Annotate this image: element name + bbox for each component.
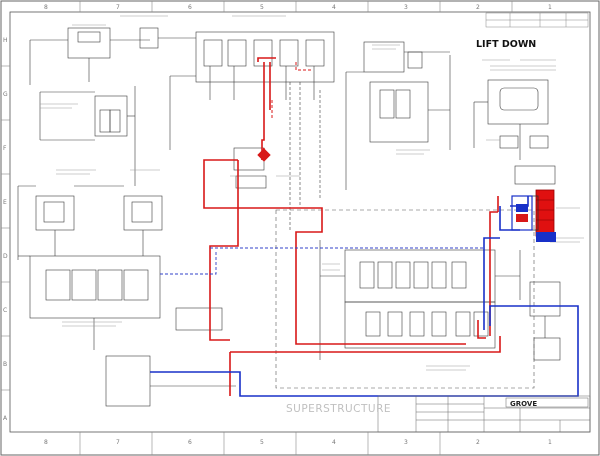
border-column-label: 7 bbox=[116, 4, 120, 11]
border-column-label: 1 bbox=[548, 4, 552, 11]
border-column-labels: 8 8 7 7 6 6 5 5 4 4 3 3 2 2 1 1 bbox=[44, 4, 552, 446]
border-column-label: 4 bbox=[332, 4, 336, 11]
company-logo-text: GROVE bbox=[510, 400, 537, 408]
main-directional-valve-bank bbox=[29, 255, 161, 319]
border-column-label: 1 bbox=[548, 439, 552, 446]
border-column-label: 5 bbox=[260, 4, 264, 11]
lift-cylinder bbox=[511, 189, 556, 242]
border-row-label: F bbox=[3, 145, 7, 152]
superstructure-watermark: SUPERSTRUCTURE bbox=[286, 403, 391, 415]
return-flow-lines bbox=[150, 196, 579, 397]
border-column-label: 6 bbox=[188, 439, 192, 446]
border-column-label: 7 bbox=[116, 439, 120, 446]
border-column-label: 2 bbox=[476, 439, 480, 446]
border-ticks bbox=[1, 1, 513, 455]
border-row-label: E bbox=[3, 199, 7, 206]
border-row-label: B bbox=[3, 361, 7, 368]
control-box bbox=[105, 355, 151, 407]
diagram-heading: LIFT DOWN bbox=[476, 39, 536, 50]
lower-valve-bank bbox=[344, 301, 496, 349]
title-block bbox=[377, 395, 591, 433]
swing-motor-box bbox=[67, 27, 111, 59]
pilot-valve-box bbox=[369, 81, 429, 143]
border-row-label: D bbox=[3, 253, 8, 260]
border-row-label: A bbox=[3, 415, 8, 422]
hoist-motor-box bbox=[487, 79, 549, 125]
border-column-label: 5 bbox=[260, 439, 264, 446]
revision-block bbox=[485, 12, 589, 28]
border-column-label: 4 bbox=[332, 439, 336, 446]
red-valve-diamond bbox=[257, 148, 271, 162]
border-column-label: 6 bbox=[188, 4, 192, 11]
border-column-label: 3 bbox=[404, 4, 408, 11]
border-column-label: 2 bbox=[476, 4, 480, 11]
border-column-label: 8 bbox=[44, 439, 48, 446]
border-column-label: 3 bbox=[404, 439, 408, 446]
border-row-label: C bbox=[3, 307, 7, 314]
hydraulic-lines bbox=[17, 27, 561, 407]
outrigger-valve-bank bbox=[195, 31, 335, 83]
inner-frame bbox=[9, 11, 591, 433]
border-row-labels: H G F E D C B A bbox=[3, 37, 8, 422]
border-column-label: 8 bbox=[44, 4, 48, 11]
pilot-return-dashed-2 bbox=[160, 252, 217, 275]
small-label-strokes bbox=[40, 15, 584, 371]
center-valve-bank bbox=[344, 249, 496, 303]
border-row-label: G bbox=[3, 91, 8, 98]
pressure-flow-lines bbox=[203, 57, 501, 396]
border-row-label: H bbox=[3, 37, 8, 44]
pilot-pressure-dashed bbox=[295, 62, 312, 71]
